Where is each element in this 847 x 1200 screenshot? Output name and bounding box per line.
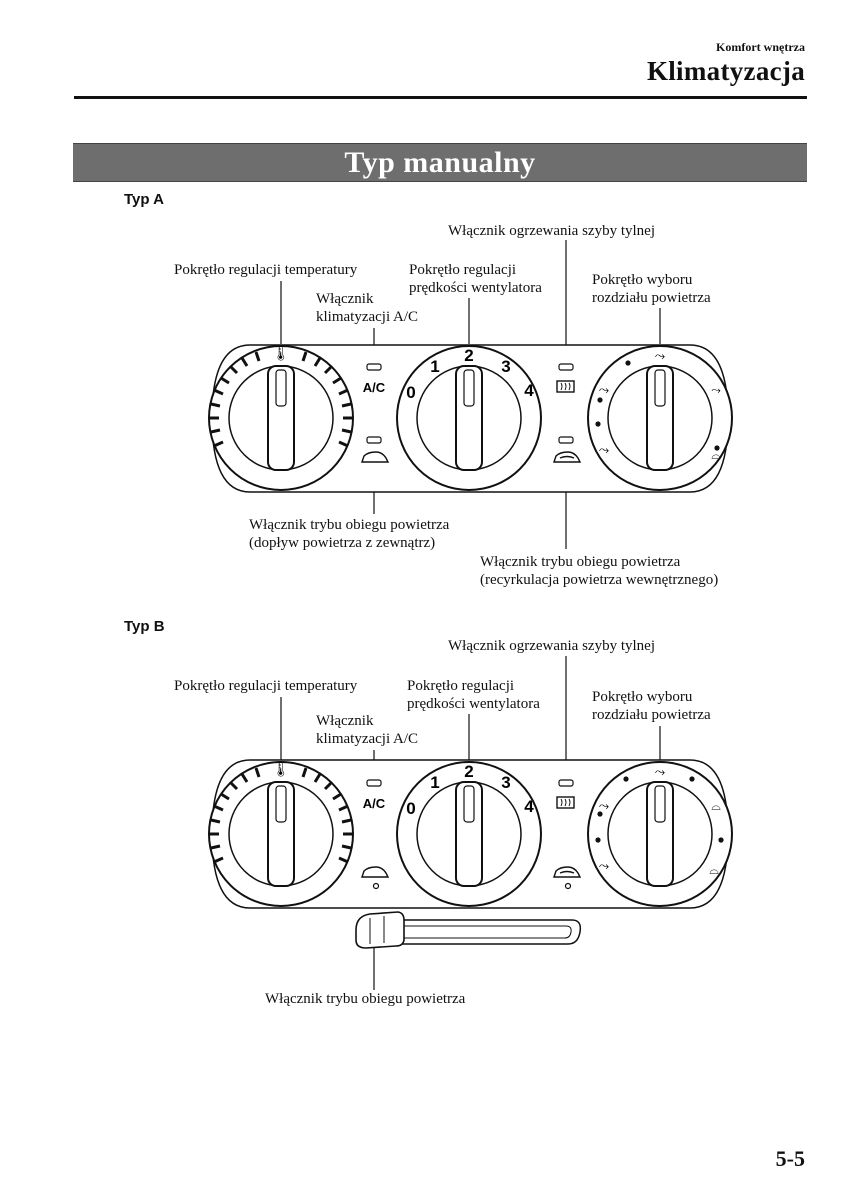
type-a-heading: Typ A xyxy=(124,191,164,208)
label-fan-knob-a-line2: prędkości wentylatora xyxy=(409,280,542,296)
label-recirc-a-line2: (recyrkulacja powietrza wewnętrznego) xyxy=(480,572,719,588)
face-vent-icon-a: ⤳ xyxy=(655,349,666,364)
car-outside-icon-b xyxy=(361,866,390,878)
svg-text:3: 3 xyxy=(501,357,510,376)
label-rear-defrost-b: Włącznik ogrzewania szyby tylnej xyxy=(448,638,655,654)
label-fresh-a-line2: (dopływ powietrza z zewnątrz) xyxy=(249,535,436,551)
label-temp-knob-b: Pokrętło regulacji temperatury xyxy=(174,678,358,694)
air-dist-dial-a: ⤳ ⤳ ⤳ ⤳ ⌓ xyxy=(587,345,733,491)
panel-a-illustration: 🌡 A/C ✢ 0 1 2 3 4 ⤳ ⤳ ⤳ ⤳ ⌓ xyxy=(208,240,733,549)
thermometer-icon: 🌡 xyxy=(272,346,290,362)
rear-defrost-indicator-a xyxy=(558,363,574,371)
svg-text:4: 4 xyxy=(524,797,534,816)
fan-dial-a: 0 1 2 3 4 xyxy=(396,345,542,491)
label-air-dist-a-line1: Pokrętło wyboru xyxy=(592,272,693,288)
rear-defrost-icon-a xyxy=(556,380,575,393)
label-fan-knob-a-line1: Pokrętło regulacji xyxy=(409,262,517,278)
ac-indicator-b xyxy=(366,779,382,787)
floor-vent-icon-b: ⤳ xyxy=(599,859,610,874)
temp-dial-a: 🌡 xyxy=(208,345,354,491)
label-air-dist-a-line2: rozdziału powietrza xyxy=(592,290,711,306)
type-b-heading: Typ B xyxy=(124,618,165,635)
car-recirc-icon-b xyxy=(553,866,582,878)
svg-text:1: 1 xyxy=(430,773,439,792)
svg-text:0: 0 xyxy=(406,799,415,818)
label-air-dist-b-line2: rozdziału powietrza xyxy=(592,707,711,723)
svg-text:1: 1 xyxy=(430,357,439,376)
ac-text-a: A/C xyxy=(363,380,386,395)
rear-defrost-indicator-b xyxy=(558,779,574,787)
air-dist-dial-b: ⤳ ⤳ ⤳ ⌓ ⌓ xyxy=(587,761,733,907)
svg-text:0: 0 xyxy=(406,383,415,402)
svg-text:2: 2 xyxy=(464,762,473,781)
page-title: Klimatyzacja xyxy=(646,56,805,86)
face-vent-icon-b: ⤳ xyxy=(655,765,666,780)
page-number: 5-5 xyxy=(775,1146,805,1171)
rear-defrost-icon-b xyxy=(556,796,575,809)
label-fan-knob-b-line1: Pokrętło regulacji xyxy=(407,678,515,694)
bilevel-icon-a: ⤳ xyxy=(599,383,610,398)
leader-lines-b xyxy=(280,656,661,990)
thermometer-icon: 🌡 xyxy=(272,762,290,778)
car-recirc-icon-a xyxy=(553,451,582,463)
section-title: Komfort wnętrza xyxy=(716,40,805,54)
header-rule xyxy=(74,96,807,99)
car-outside-icon-a xyxy=(361,451,390,463)
label-ac-a-line2: klimatyzacji A/C xyxy=(316,309,419,325)
label-lever-b: Włącznik trybu obiegu powietrza xyxy=(265,991,466,1007)
recirc-lever-b xyxy=(355,911,582,949)
label-air-dist-b-line1: Pokrętło wyboru xyxy=(592,689,693,705)
floor-vent-icon-a: ⤳ xyxy=(599,443,610,458)
section-banner: Typ manualny xyxy=(73,143,807,182)
ac-indicator-a xyxy=(366,363,382,371)
fresh-indicator-a xyxy=(366,436,382,444)
fan-dial-b: 0 1 2 3 4 xyxy=(396,761,542,907)
floor-defrost-icon-a: ⤳ xyxy=(711,383,721,397)
label-recirc-a-line1: Włącznik trybu obiegu powietrza xyxy=(480,554,681,570)
label-ac-b-line2: klimatyzacji A/C xyxy=(316,731,419,747)
svg-text:3: 3 xyxy=(501,773,510,792)
svg-text:2: 2 xyxy=(464,346,473,365)
temp-dial-b: 🌡 xyxy=(208,761,354,907)
windshield-defrost-icon-b: ⌓ xyxy=(709,863,719,877)
label-ac-a-line1: Włącznik xyxy=(316,291,374,307)
label-fresh-a-line1: Włącznik trybu obiegu powietrza xyxy=(249,517,450,533)
label-fan-knob-b-line2: prędkości wentylatora xyxy=(407,696,540,712)
panel-b-illustration: 🌡 A/C ✢ 0 1 2 3 4 ⤳ ⤳ ⤳ ⌓ ⌓ xyxy=(208,656,733,990)
recirc-indicator-a xyxy=(558,436,574,444)
windshield-defrost-icon-a: ⌓ xyxy=(711,448,721,462)
label-ac-b-line1: Włącznik xyxy=(316,713,374,729)
bilevel-icon-b: ⤳ xyxy=(599,799,610,814)
label-rear-defrost-a: Włącznik ogrzewania szyby tylnej xyxy=(448,223,655,239)
svg-text:4: 4 xyxy=(524,381,534,400)
floor-defrost-icon-b: ⌓ xyxy=(711,799,721,813)
label-temp-knob-a: Pokrętło regulacji temperatury xyxy=(174,262,358,278)
ac-text-b: A/C xyxy=(363,796,386,811)
